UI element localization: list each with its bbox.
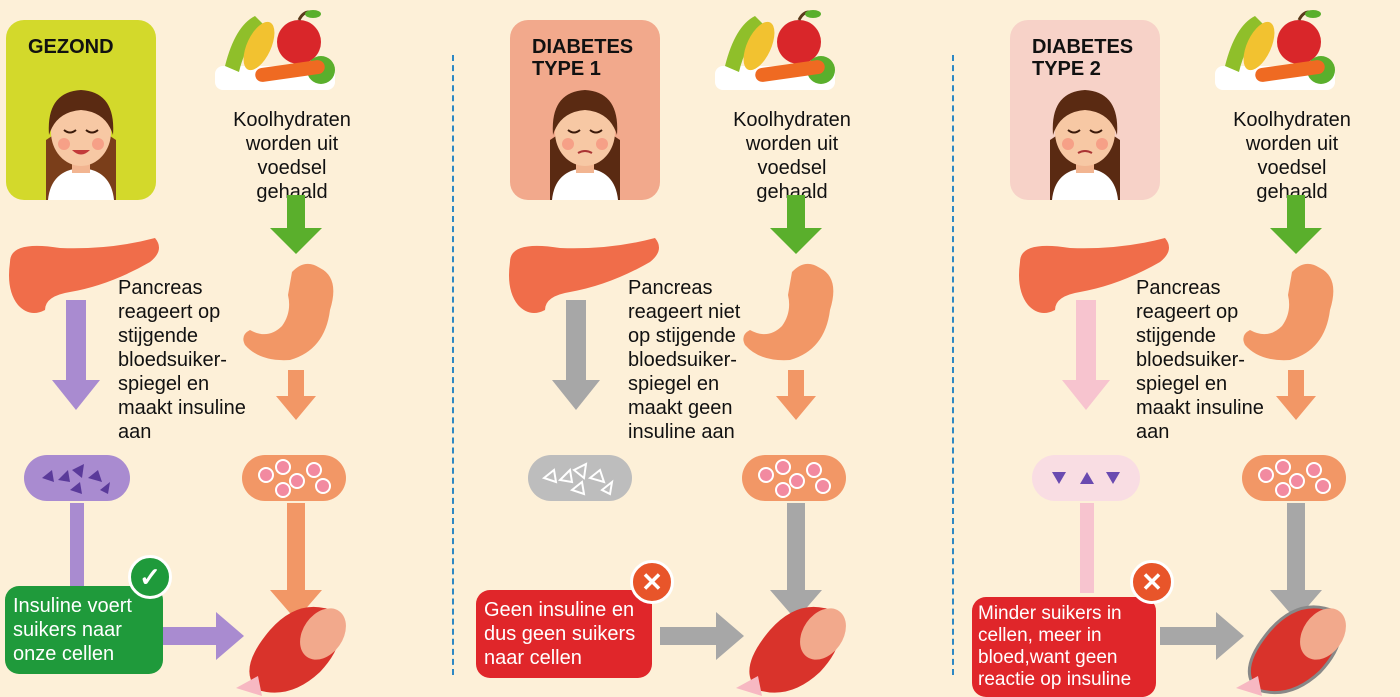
check-icon: ✓ [128, 555, 172, 599]
outcome-box: Insuline voert suikers naar onze cellen [5, 586, 163, 674]
pancreas-text: Pancreas reageert op stijgende bloedsuik… [118, 276, 246, 444]
pancreas-text: Pancreas reageert niet op stijgende bloe… [628, 276, 756, 444]
panel-healthy: GEZOND Koolhydraten worden uit voedsel g… [0, 0, 466, 697]
pancreas-text: Pancreas reageert op stijgende bloedsuik… [1136, 276, 1264, 444]
panel-type2: DIABETES TYPE 2 Koolhydraten worden uit … [1000, 0, 1400, 697]
green-arrow-down-icon [1270, 195, 1322, 254]
muscle-icon [736, 600, 855, 696]
panel-type1: DIABETES TYPE 1 Koolhydraten worden uit … [500, 0, 966, 697]
stomach-icon [243, 264, 333, 360]
outcome-box: Minder suikers in cellen, meer in bloed,… [972, 597, 1156, 697]
green-arrow-down-icon [270, 195, 322, 254]
outcome-box: Geen insuline en dus geen suikers naar c… [476, 590, 652, 678]
cross-icon: ✕ [1130, 560, 1174, 604]
cross-icon: ✕ [630, 560, 674, 604]
green-arrow-down-icon [770, 195, 822, 254]
muscle-icon [1236, 600, 1355, 696]
stomach-icon [743, 264, 833, 360]
muscle-icon [236, 600, 355, 696]
